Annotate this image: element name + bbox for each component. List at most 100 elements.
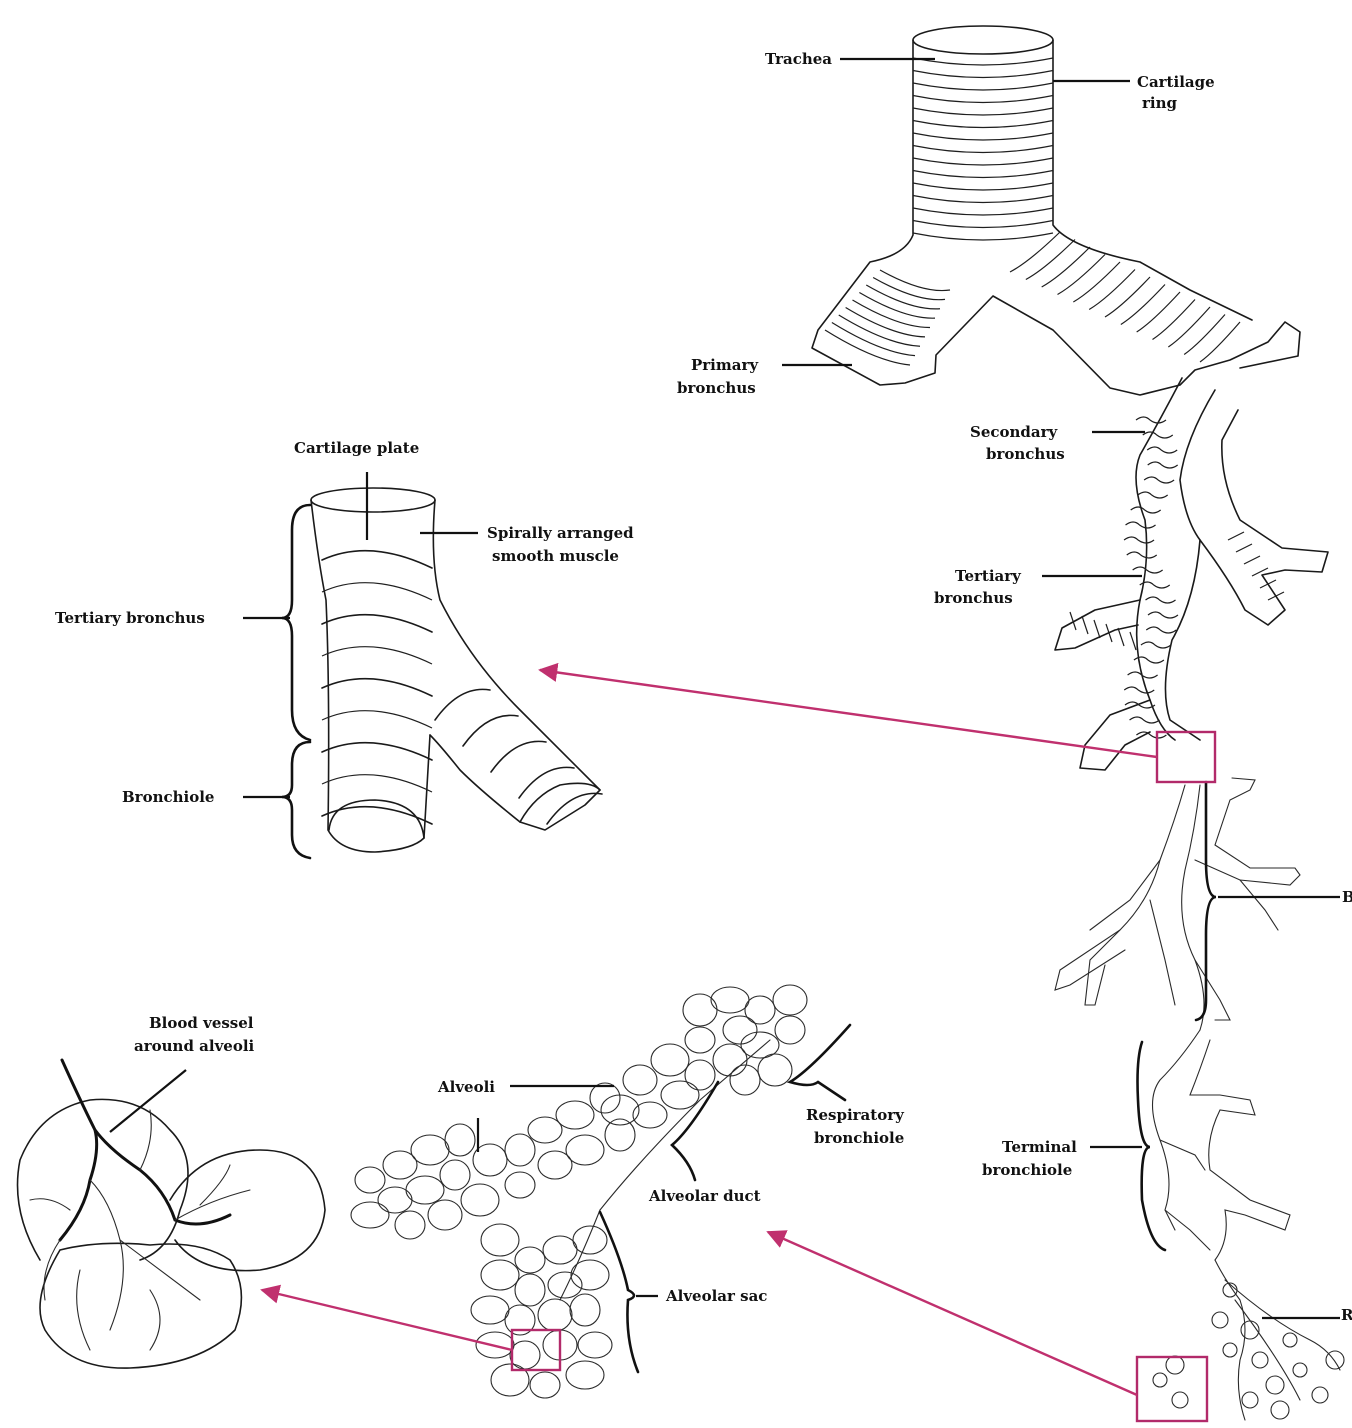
alveolus — [651, 1044, 689, 1076]
cartilage-plate-mark — [1147, 447, 1177, 453]
bronchus-ring — [1153, 300, 1196, 340]
cartilage-plate-mark — [1244, 556, 1260, 564]
bronchus-ring — [1058, 255, 1106, 295]
alveolus — [1153, 1373, 1167, 1387]
cartilage-ring — [913, 108, 1053, 115]
smooth-muscle-band — [322, 743, 432, 760]
cartilage-plate-mark — [1236, 544, 1252, 552]
label-terminal-bronchiole-2: bronchiole — [982, 1161, 1072, 1179]
label-alveolar-duct: Alveolar duct — [648, 1187, 761, 1205]
terminal-zoom-box — [1137, 1357, 1207, 1421]
label-bronchiole: Bronchiole — [122, 788, 214, 806]
label-terminal-bronchiole: Terminal — [1002, 1138, 1077, 1156]
alveoli-blood-vessel-drawing — [18, 1060, 326, 1368]
cartilage-ring — [913, 233, 1053, 240]
label-primary-bronchus: Primary — [691, 356, 759, 374]
bronchus-ring — [1073, 262, 1120, 302]
alveolus — [573, 1226, 607, 1254]
cartilage-plate-mark — [1124, 537, 1154, 543]
bronchus-ring — [846, 308, 925, 337]
alveolus — [623, 1065, 657, 1095]
cartilage-plate-mark — [1140, 582, 1170, 588]
label-bronchioles-cut: B — [1342, 888, 1352, 906]
alveolus — [1312, 1387, 1328, 1403]
label-tertiary-bronchus-detail: Tertiary bronchus — [55, 609, 205, 627]
alveolus — [683, 994, 717, 1026]
cartilage-plate-mark — [1143, 432, 1173, 438]
label-tertiary-bronchus-2: bronchus — [934, 589, 1013, 607]
alveolus — [505, 1172, 535, 1198]
cartilage-plate-mark — [1127, 552, 1157, 558]
alveolus — [773, 985, 807, 1015]
bronchus-ring — [1137, 292, 1180, 332]
bronchus-ring — [1184, 315, 1225, 355]
cartilage-plate-mark — [1133, 567, 1163, 573]
alveolus — [461, 1184, 499, 1216]
alveolus — [685, 1027, 715, 1053]
cartilage-plate-mark — [1094, 620, 1100, 638]
label-secondary-bronchus-2: bronchus — [986, 445, 1065, 463]
alveolus — [481, 1224, 519, 1256]
label-tertiary-bronchus: Tertiary — [955, 567, 1022, 585]
alveolus — [538, 1299, 572, 1331]
alveolus — [1293, 1363, 1307, 1377]
alveolus — [1283, 1333, 1297, 1347]
bronchus-ring — [832, 323, 915, 356]
alveolus — [570, 1294, 600, 1326]
alveolus — [481, 1260, 519, 1290]
bronchus-ring — [853, 300, 931, 328]
bronchus-ring — [1121, 285, 1165, 325]
alveolus — [723, 1016, 757, 1044]
alveolus — [543, 1236, 577, 1264]
alveolus — [515, 1247, 545, 1273]
smooth-muscle-band — [322, 711, 432, 728]
cartilage-ring — [913, 158, 1053, 165]
alveolus — [1271, 1401, 1289, 1419]
alveolus — [440, 1160, 470, 1190]
label-respiratory-bronchiole: Respiratory — [806, 1106, 905, 1124]
alveolus — [775, 1016, 805, 1044]
smooth-muscle-band — [322, 775, 432, 792]
cartilage-ring — [913, 183, 1053, 190]
alveolus — [351, 1202, 389, 1228]
label-smooth-muscle-2: smooth muscle — [492, 547, 619, 565]
bronchus-ring — [880, 270, 950, 291]
alveolus — [406, 1176, 444, 1204]
alveolus — [730, 1065, 760, 1095]
cartilage-plate-mark — [1130, 632, 1136, 650]
label-blood-vessel-2: around alveoli — [134, 1037, 255, 1055]
alveolus — [1266, 1376, 1284, 1394]
cartilage-plate-mark — [1148, 462, 1178, 468]
cartilage-ring — [913, 171, 1053, 178]
arrow-to-alveolar-cluster — [768, 1232, 1137, 1395]
smooth-muscle-band — [547, 793, 602, 824]
cartilage-ring — [913, 133, 1053, 140]
alveolus — [758, 1054, 792, 1086]
bronchiole-zoom-box — [1157, 732, 1215, 782]
alveolus — [1166, 1356, 1184, 1374]
bronchus-ring — [1105, 277, 1150, 317]
alveolus — [445, 1124, 475, 1156]
alveolus — [471, 1296, 509, 1324]
smooth-muscle-band — [322, 679, 432, 696]
label-cartilage-ring: Cartilage — [1137, 73, 1215, 91]
smooth-muscle-band — [463, 715, 518, 746]
label-alveolar-sac: Alveolar sac — [665, 1287, 767, 1305]
alveolus — [605, 1119, 635, 1151]
cartilage-ring — [913, 146, 1053, 153]
label-respiratory-bronchiole-2: bronchiole — [814, 1129, 904, 1147]
smooth-muscle-band — [519, 767, 574, 798]
cartilage-plate-mark — [1141, 642, 1171, 648]
cartilage-plate-mark — [1146, 627, 1176, 633]
alveolus — [578, 1332, 612, 1358]
alveolus — [566, 1135, 604, 1165]
bronchus-ring — [866, 285, 940, 309]
alveolus — [528, 1117, 562, 1143]
cartilage-ring — [913, 121, 1053, 128]
cartilage-ring — [913, 221, 1053, 228]
bronchus-ring — [859, 293, 935, 319]
bronchus-ring — [1026, 240, 1075, 280]
label-alveoli: Alveoli — [437, 1078, 495, 1096]
alveolus — [355, 1167, 385, 1193]
bronchus-ring — [1089, 270, 1135, 310]
